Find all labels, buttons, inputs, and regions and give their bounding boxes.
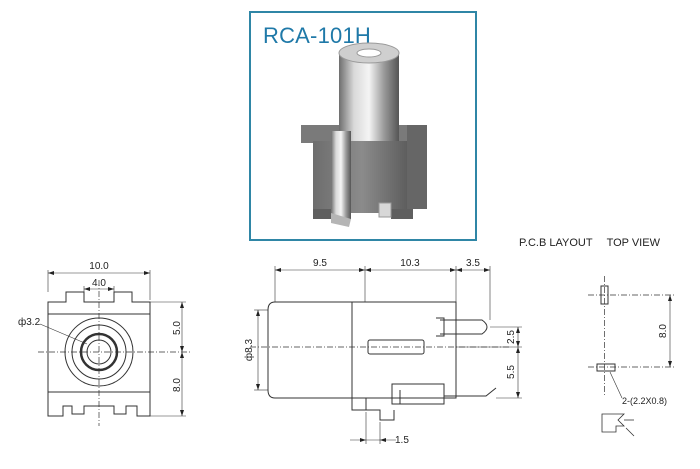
side-ground-lead xyxy=(444,387,497,397)
side-pin-h2-label: 5.5 xyxy=(506,365,517,379)
front-lower-height-label: 8.0 xyxy=(172,378,183,392)
pcb-schematic-symbol xyxy=(601,413,625,433)
side-dim-b-label: 10.3 xyxy=(400,258,420,269)
hole-leader xyxy=(39,323,88,345)
sleeve-hole xyxy=(356,48,382,58)
side-ground-block xyxy=(391,383,445,405)
top-view-label: TOP VIEW xyxy=(606,237,660,249)
side-contact-tip xyxy=(440,319,488,335)
front-view xyxy=(38,270,190,426)
side-contact-holder xyxy=(436,317,445,337)
housing-body xyxy=(313,141,411,213)
signal-pin xyxy=(378,202,392,218)
metal-sleeve xyxy=(339,53,399,141)
front-upper-height-label: 5.0 xyxy=(172,321,183,335)
side-bottom-label: 1.5 xyxy=(395,435,409,446)
pcb-pad-bottom xyxy=(596,363,616,372)
front-width-label: 10.0 xyxy=(89,261,109,272)
product-photo-frame: RCA-101H xyxy=(249,11,477,241)
pcb-pad-note: 2-(2.2X0.8) xyxy=(622,396,667,406)
pcb-view xyxy=(588,276,676,437)
housing-foot-right xyxy=(391,209,413,219)
housing-side xyxy=(407,125,427,209)
side-dim-a-label: 9.5 xyxy=(313,258,327,269)
pcb-title: P.C.B LAYOUT TOP VIEW xyxy=(519,237,660,249)
pcb-layout-label: P.C.B LAYOUT xyxy=(519,237,593,249)
pcb-pad-leader xyxy=(609,371,623,399)
side-housing xyxy=(351,301,457,399)
front-hole-label: ф3.2 xyxy=(18,316,41,328)
side-dia-label: ф8.3 xyxy=(243,339,255,362)
side-pin-h1-label: 2.5 xyxy=(506,330,517,344)
front-inner-width-label: 4.0 xyxy=(92,278,106,289)
side-view xyxy=(250,266,522,444)
side-arrows xyxy=(256,268,520,442)
front-arrows xyxy=(48,271,184,416)
pcb-arrows xyxy=(668,295,672,367)
side-foot-left xyxy=(351,398,367,411)
pcb-pitch-label: 8.0 xyxy=(658,324,669,338)
ground-pin xyxy=(331,131,351,219)
housing-foot-left xyxy=(313,209,335,219)
connector-photo xyxy=(301,42,427,227)
side-foot-mid xyxy=(366,409,395,421)
model-title: RCA-101H xyxy=(263,23,371,48)
pcb-schematic-ground xyxy=(625,427,635,437)
side-sleeve xyxy=(267,301,353,399)
side-dim-c-label: 3.5 xyxy=(466,258,480,269)
ground-pin-tip xyxy=(331,213,351,227)
